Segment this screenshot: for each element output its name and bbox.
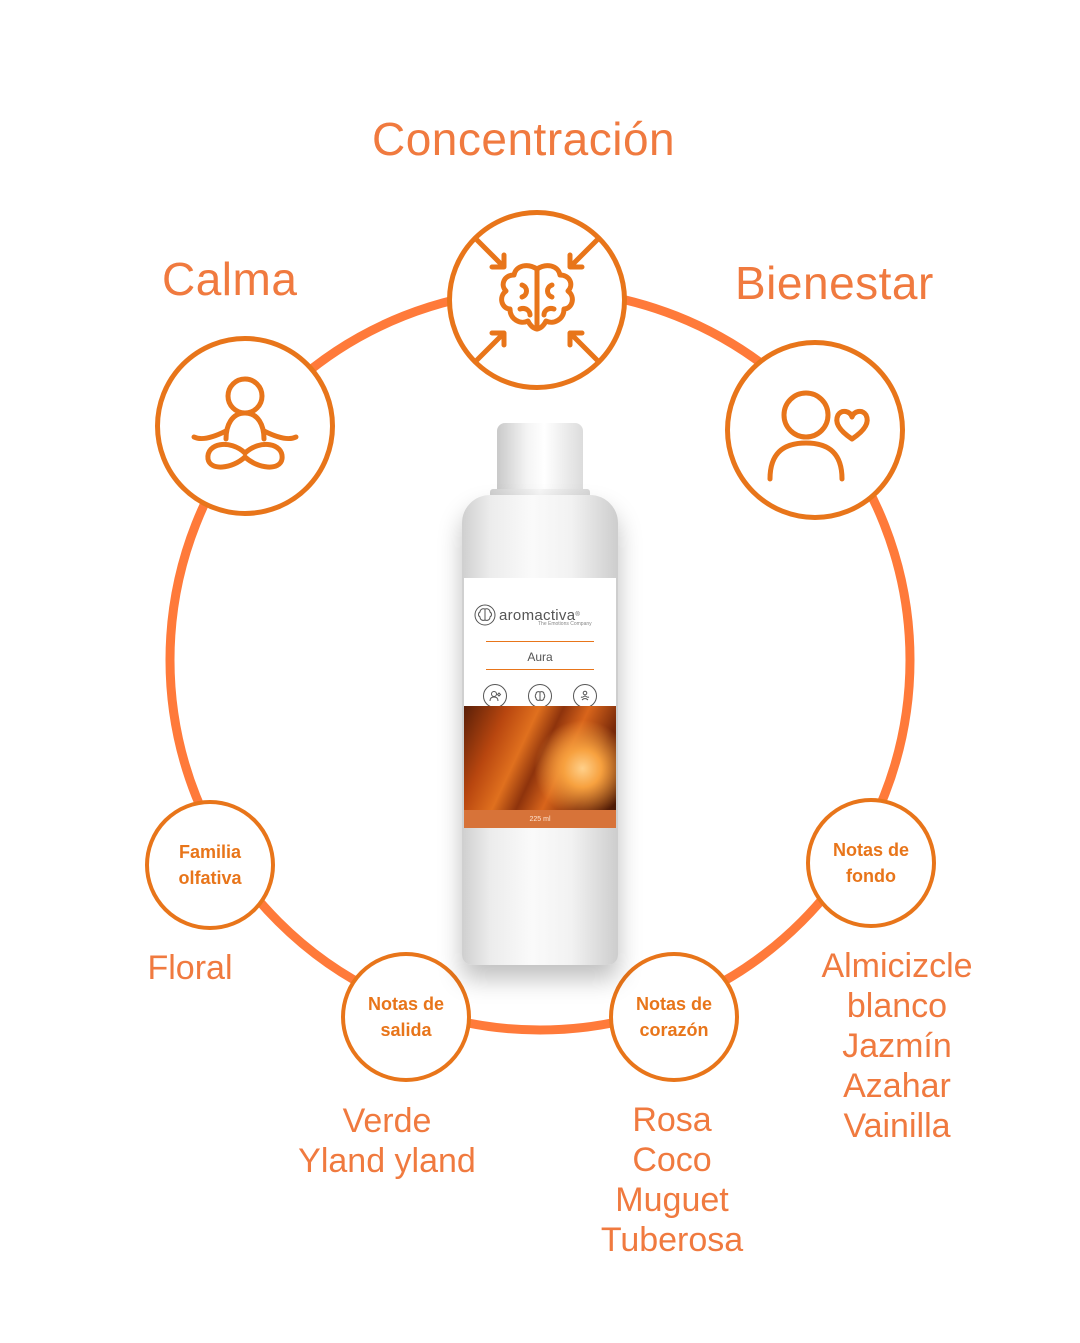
mini-brain-icon [528, 684, 552, 708]
benefit-circle-concentracion [447, 210, 627, 390]
note-list-fondo: Almicizcle blanco Jazmín Azahar Vainilla [792, 946, 1002, 1146]
mini-meditation-icon [573, 684, 597, 708]
note-circle-corazon: Notas de corazón [609, 952, 739, 1082]
note-label-salida: Notas de salida [367, 994, 445, 1040]
note-item: Coco [632, 1141, 712, 1179]
note-item: Floral [147, 949, 233, 987]
product-bottle: aromactiva® The Emotions Company Aura [440, 415, 640, 975]
note-item: Rosa [632, 1101, 712, 1139]
benefit-circle-calma [155, 336, 335, 516]
note-circle-familia: Familia olfativa [145, 800, 275, 930]
registered-mark: ® [575, 612, 580, 618]
benefit-title-calma: Calma [162, 253, 298, 305]
benefit-title-bienestar: Bienestar [735, 257, 934, 309]
note-item: Jazmín [842, 1027, 952, 1065]
note-item: blanco [846, 987, 948, 1025]
note-item: Muguet [615, 1181, 729, 1219]
note-item: Tuberosa [600, 1221, 744, 1259]
product-volume: 225 ml [464, 810, 616, 828]
note-circle-fondo: Notas de fondo [806, 798, 936, 928]
note-label-familia: Familia olfativa [178, 842, 242, 888]
note-label-fondo: Notas de fondo [832, 840, 910, 886]
person-heart-icon [767, 390, 870, 482]
note-list-salida: Verde Yland yland [272, 1101, 502, 1181]
benefit-circle-bienestar [725, 340, 905, 520]
note-list-corazon: Rosa Coco Muguet Tuberosa [572, 1100, 772, 1260]
note-item: Azahar [843, 1067, 951, 1105]
note-circle-salida: Notas de salida [341, 952, 471, 1082]
meditation-icon [191, 376, 299, 470]
brand-name: aromactiva [499, 606, 576, 624]
brain-focus-icon [473, 236, 601, 364]
brand-tagline: The Emotions Company [538, 621, 592, 627]
product-photo [464, 706, 616, 810]
note-label-corazon: Notas de corazón [635, 994, 713, 1040]
note-item: Yland yland [298, 1142, 476, 1180]
note-item: Vainilla [843, 1107, 951, 1145]
benefit-title-concentracion: Concentración [372, 113, 676, 165]
note-list-familia: Floral [120, 948, 260, 988]
brain-logo-icon [474, 604, 496, 626]
bottle-cap [497, 423, 583, 493]
note-item: Almicizcle [821, 947, 973, 985]
brand-logo: aromactiva® [474, 604, 580, 626]
note-item: Verde [342, 1102, 432, 1140]
bottle-label: aromactiva® The Emotions Company Aura [464, 578, 616, 828]
mini-person-heart-icon [483, 684, 507, 708]
product-name: Aura [527, 650, 553, 664]
